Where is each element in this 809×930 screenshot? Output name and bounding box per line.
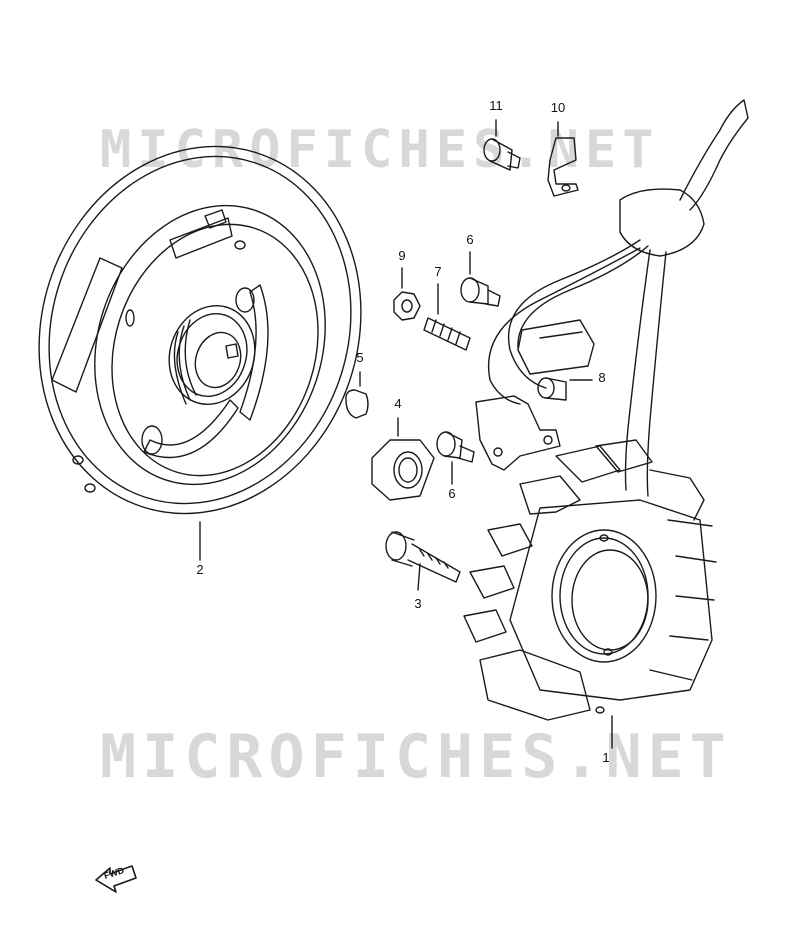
stator[interactable] [463, 439, 717, 749]
callout-2: 2 [196, 562, 204, 577]
callout-4: 4 [394, 396, 402, 411]
key[interactable] [345, 371, 369, 419]
watermark-bottom: MICROFICHES.NET [100, 722, 732, 792]
wiring-harness [487, 99, 749, 497]
rotor-bolt[interactable] [385, 531, 461, 591]
callout-10: 10 [550, 100, 566, 115]
screw-6-upper[interactable] [460, 251, 501, 307]
watermark-top: MICROFICHES.NET [100, 120, 660, 180]
nut-9[interactable] [393, 267, 421, 321]
forward-arrow-icon [95, 865, 137, 893]
callout-6-upper: 6 [466, 232, 474, 247]
screw-6-lower[interactable] [436, 431, 475, 485]
stud-7[interactable] [423, 283, 471, 351]
rotor-flywheel[interactable] [0, 104, 408, 561]
callout-11: 11 [489, 98, 503, 113]
callout-9: 9 [398, 248, 406, 263]
callout-1: 1 [602, 750, 610, 765]
rotor-nut[interactable] [371, 417, 435, 501]
pickup-coil[interactable] [475, 319, 595, 471]
clamp-10[interactable] [547, 121, 579, 197]
callout-3: 3 [414, 596, 422, 611]
callout-6-lower: 6 [448, 486, 456, 501]
callout-7: 7 [434, 264, 442, 279]
callout-5: 5 [356, 350, 364, 365]
screw-11[interactable] [483, 119, 521, 171]
callout-8: 8 [598, 370, 606, 385]
